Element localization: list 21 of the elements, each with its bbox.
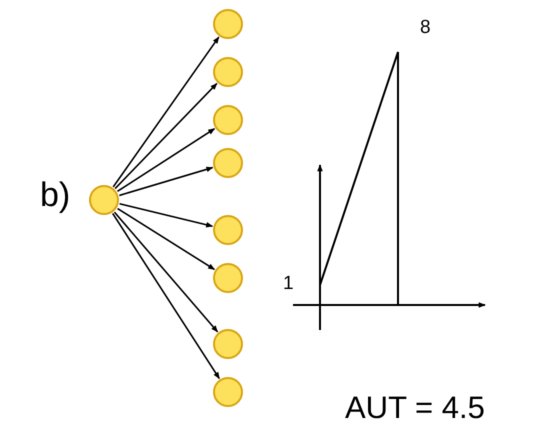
arrow <box>114 212 218 332</box>
circle-node <box>213 148 243 178</box>
circle-node <box>89 185 119 215</box>
tick-label: 1 <box>283 274 294 293</box>
circle-node <box>213 57 243 87</box>
arrow <box>112 36 220 188</box>
arrow <box>114 82 218 190</box>
circle-node <box>213 377 243 407</box>
b-label: b) <box>40 178 70 212</box>
arrow <box>117 128 216 192</box>
arrow <box>119 166 214 196</box>
circle-node <box>213 105 243 135</box>
circle-node <box>213 263 243 293</box>
circle-node <box>213 215 243 245</box>
tick-label: 8 <box>420 18 431 37</box>
circle-node <box>213 329 243 359</box>
circle-node <box>213 9 243 39</box>
arrow <box>112 213 220 380</box>
arrow <box>117 208 216 270</box>
arrow <box>119 202 214 228</box>
result-label: AUT = 4.5 <box>345 392 485 423</box>
